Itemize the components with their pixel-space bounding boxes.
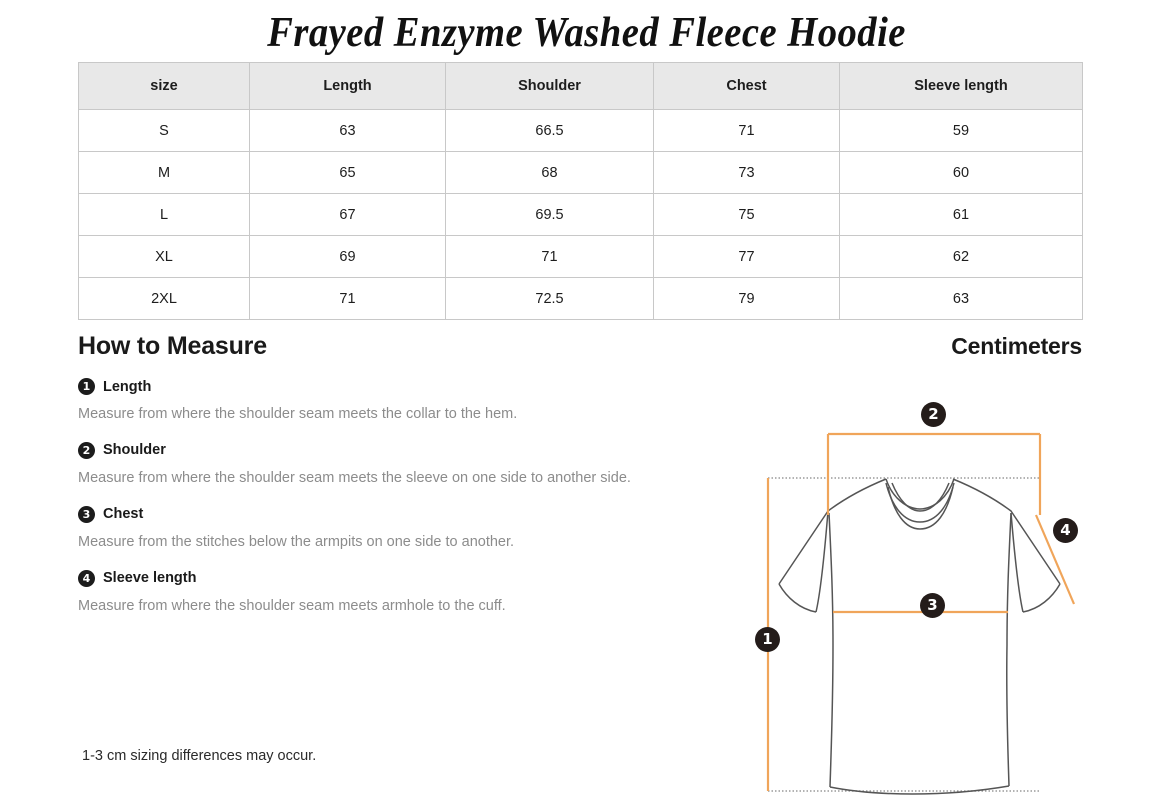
measurement-description: Measure from where the shoulder seam mee… (78, 406, 518, 422)
measurement-item-length: 1 Length Measure from where the shoulder… (78, 378, 728, 424)
measurement-lines (766, 432, 1076, 791)
number-badge-2-icon: 2 (78, 441, 95, 459)
measurement-label: Chest (103, 506, 144, 523)
measurement-item-header: 3 Chest (78, 505, 728, 523)
table-header-row: size Length Shoulder Chest Sleeve length (78, 62, 1083, 110)
cell-shoulder: 69.5 (445, 193, 654, 236)
unit-label: Centimeters (951, 333, 1082, 359)
column-header-chest: Chest (653, 62, 840, 110)
measurement-label: Length (103, 378, 152, 395)
measurement-instructions-list: 1 Length Measure from where the shoulder… (78, 378, 728, 633)
cell-sleeve: 62 (839, 235, 1083, 278)
cell-size: M (78, 151, 250, 194)
garment-measurement-diagram: 2 4 3 1 (740, 395, 1100, 802)
table-row: S 63 66.5 71 59 (78, 109, 1083, 152)
diagram-number-badge-4-icon: 4 (1053, 518, 1078, 543)
measurement-item-header: 2 Shoulder (78, 441, 728, 459)
cell-size: XL (78, 235, 250, 278)
number-badge-1-icon: 1 (78, 378, 95, 395)
cell-chest: 79 (653, 277, 840, 320)
measurement-label: Sleeve length (103, 570, 197, 587)
measurement-description: Measure from where the shoulder seam mee… (78, 469, 631, 486)
cell-shoulder: 72.5 (445, 277, 654, 320)
tshirt-outline (778, 478, 1061, 795)
cell-shoulder: 71 (445, 235, 654, 278)
table-row: XL 69 71 77 62 (78, 235, 1083, 278)
table-row: L 67 69.5 75 61 (78, 193, 1083, 236)
cell-chest: 73 (653, 151, 840, 194)
cell-length: 69 (249, 235, 446, 278)
diagram-number-badge-3-icon: 3 (920, 593, 945, 618)
cell-sleeve: 61 (839, 193, 1083, 236)
number-badge-4-icon: 4 (78, 569, 95, 587)
column-header-length: Length (249, 62, 446, 110)
measurement-description: Measure from where the shoulder seam mee… (78, 597, 506, 614)
tshirt-diagram-icon (766, 432, 1076, 795)
cell-chest: 71 (653, 109, 840, 152)
cell-chest: 77 (653, 235, 840, 278)
how-to-measure-heading: How to Measure (78, 332, 267, 360)
cell-size: L (78, 193, 250, 236)
cell-sleeve: 59 (839, 109, 1083, 152)
cell-length: 63 (249, 109, 446, 152)
measurement-item-header: 1 Length (78, 378, 728, 395)
size-chart-table: size Length Shoulder Chest Sleeve length… (78, 62, 1083, 320)
measurement-description: Measure from the stitches below the armp… (78, 533, 515, 550)
cell-length: 65 (249, 151, 446, 194)
column-header-sleeve: Sleeve length (839, 62, 1083, 110)
measurement-item-shoulder: 2 Shoulder Measure from where the should… (78, 441, 728, 488)
column-header-size: size (78, 62, 250, 110)
cell-chest: 75 (653, 193, 840, 236)
cell-sleeve: 63 (839, 277, 1083, 320)
cell-shoulder: 66.5 (445, 109, 654, 152)
measurement-item-sleeve-length: 4 Sleeve length Measure from where the s… (78, 569, 728, 616)
diagram-number-badge-1-icon: 1 (755, 627, 780, 652)
cell-length: 67 (249, 193, 446, 236)
size-chart-table-container: size Length Shoulder Chest Sleeve length… (78, 62, 1083, 320)
measurement-item-header: 4 Sleeve length (78, 569, 728, 587)
page-title: Frayed Enzyme Washed Fleece Hoodie (267, 10, 906, 56)
cell-length: 71 (249, 277, 446, 320)
sizing-disclaimer-note: 1-3 cm sizing differences may occur. (82, 748, 317, 764)
diagram-number-badge-2-icon: 2 (921, 402, 946, 427)
table-row: 2XL 71 72.5 79 63 (78, 277, 1083, 320)
measurement-item-chest: 3 Chest Measure from the stitches below … (78, 505, 728, 552)
measurement-label: Shoulder (103, 442, 166, 459)
cell-size: S (78, 109, 250, 152)
sleeve-length-measure-line (1034, 514, 1076, 605)
number-badge-3-icon: 3 (78, 505, 95, 523)
table-row: M 65 68 73 60 (78, 151, 1083, 194)
column-header-shoulder: Shoulder (445, 62, 654, 110)
cell-shoulder: 68 (445, 151, 654, 194)
cell-size: 2XL (78, 277, 250, 320)
cell-sleeve: 60 (839, 151, 1083, 194)
